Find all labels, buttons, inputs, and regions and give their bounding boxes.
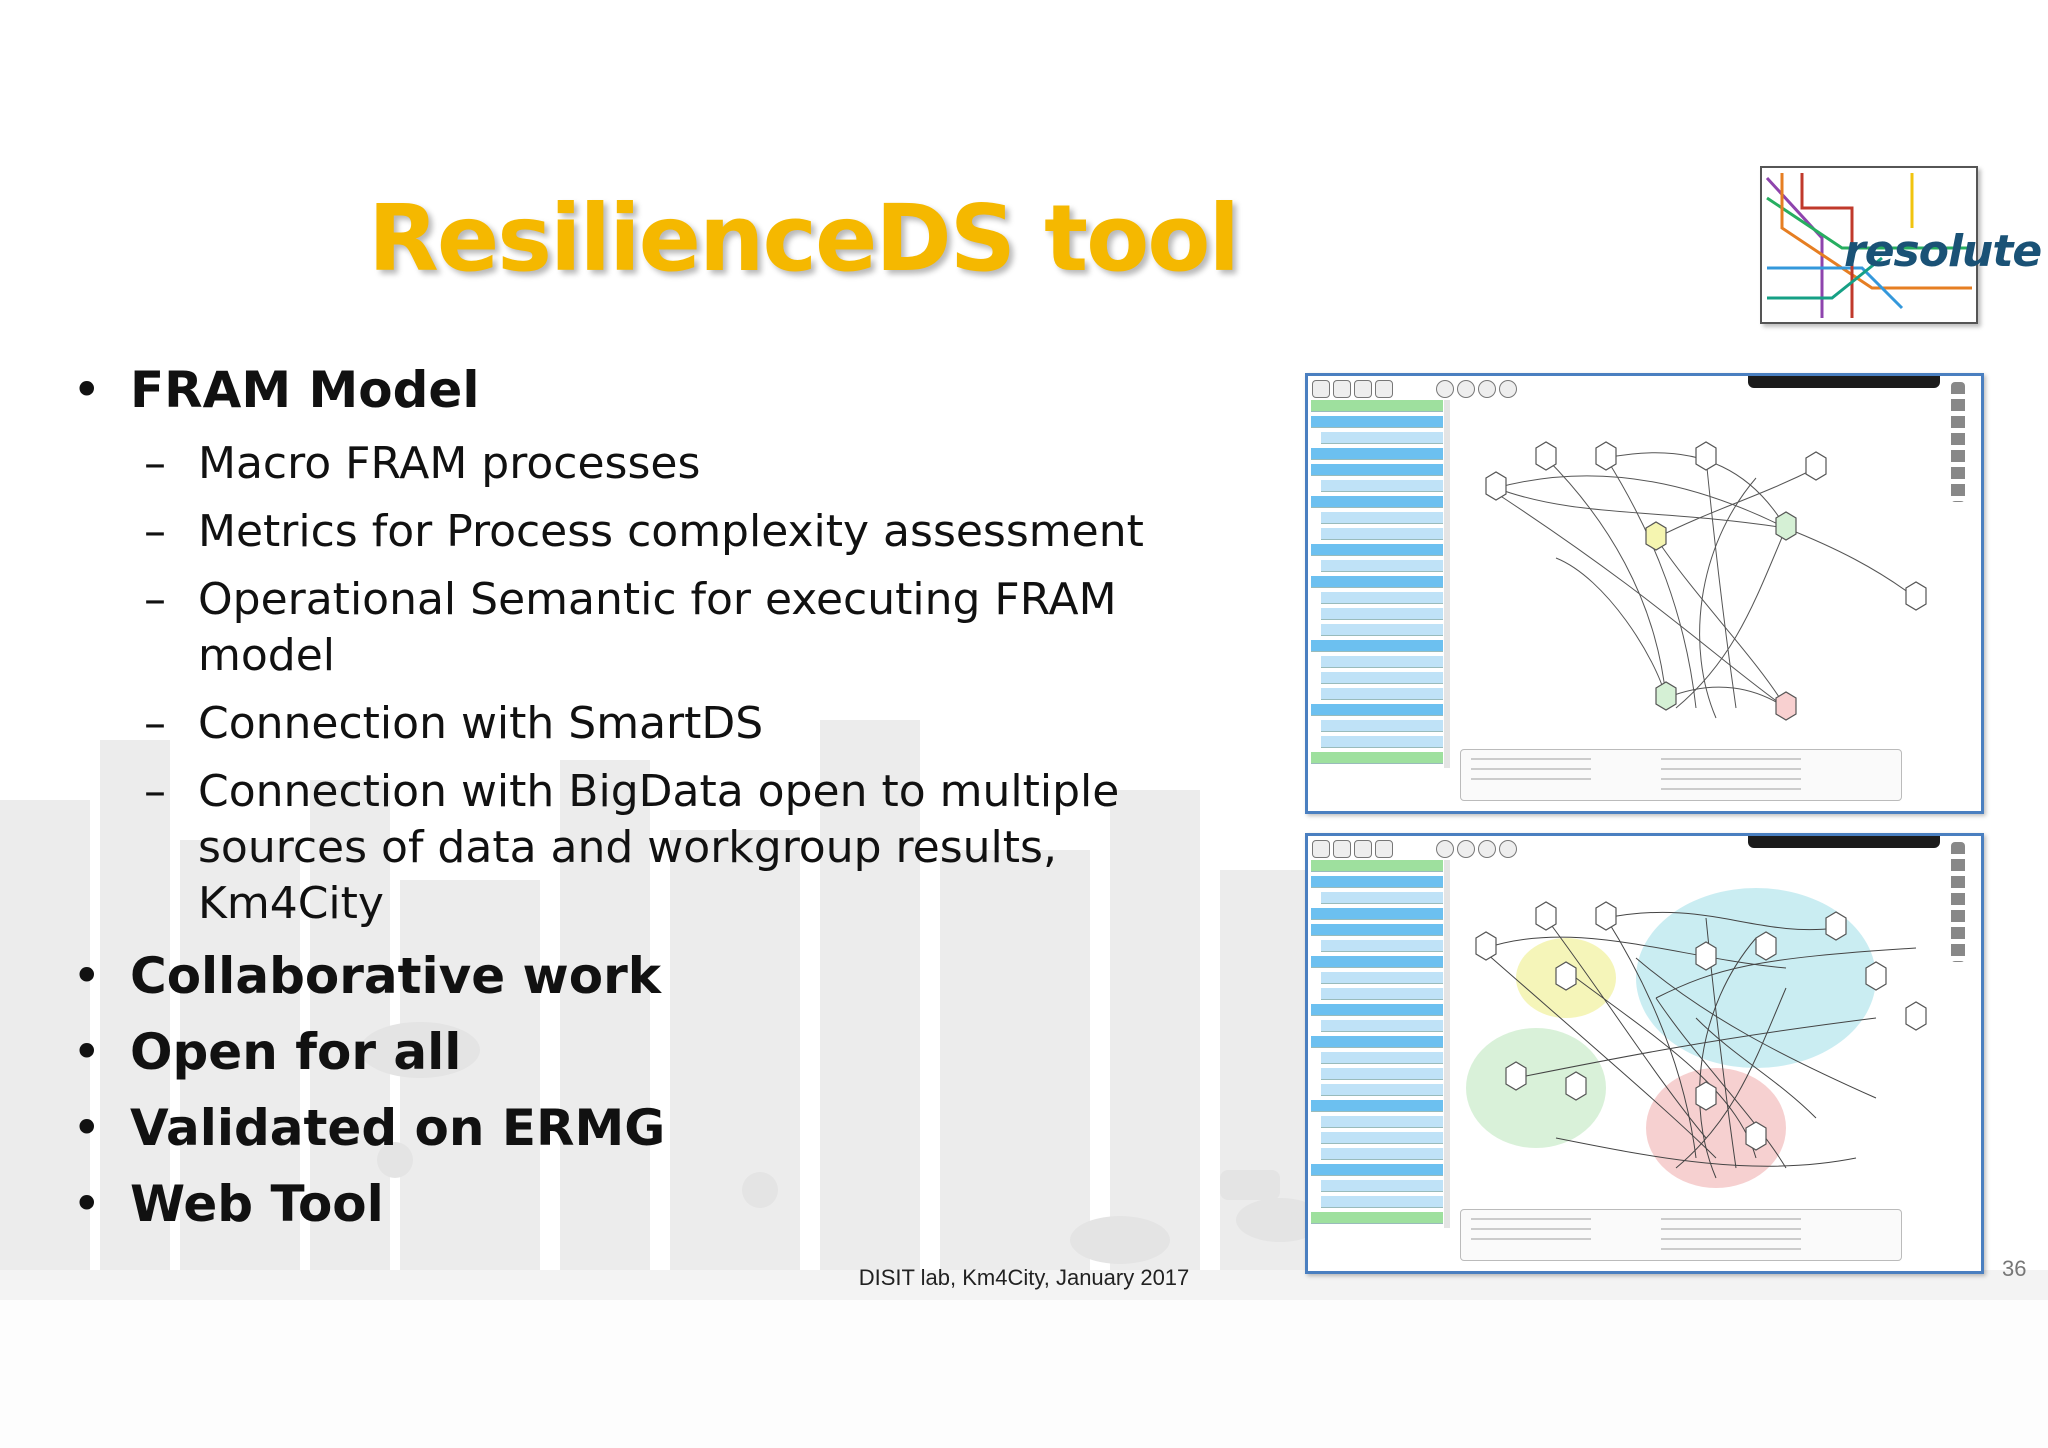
- toolbar-round-icons: [1436, 380, 1517, 398]
- sub-bullet-macro: Macro FRAM processes: [72, 436, 1248, 492]
- zoom-tools: [1951, 382, 1965, 502]
- sub-bullet-operational: Operational Semantic for executing FRAM …: [72, 572, 1248, 684]
- sidebar-scrollbar: [1444, 860, 1450, 1228]
- model-sidebar: [1311, 860, 1443, 1228]
- model-sidebar: [1311, 400, 1443, 768]
- bullet-list: FRAM Model Macro FRAM processes Metrics …: [72, 360, 1272, 1250]
- logo-text: resolute: [1844, 226, 2042, 277]
- bullet-fram-model: FRAM Model: [72, 360, 1272, 420]
- top-bar: [1748, 836, 1940, 848]
- fram-graph-canvas: [1466, 888, 1927, 1188]
- zoom-tools: [1951, 842, 1965, 962]
- slide-title: ResilienceDS tool: [368, 185, 1240, 292]
- tool-screenshot-top: [1305, 373, 1984, 814]
- slide: ResilienceDS tool resolute FRAM Model Ma…: [0, 0, 2048, 1300]
- page-number: 36: [2002, 1256, 2027, 1281]
- bullet-validated: Validated on ERMG: [72, 1098, 1272, 1158]
- fram-graph-canvas: [1485, 441, 1927, 721]
- sidebar-scrollbar: [1444, 400, 1450, 768]
- sub-bullet-bigdata: Connection with BigData open to multiple…: [72, 764, 1248, 932]
- toolbar-icons: [1312, 840, 1393, 858]
- top-bar: [1748, 376, 1940, 388]
- tool-screenshot-bottom: [1305, 833, 1984, 1274]
- model-info-box: [1460, 1209, 1902, 1261]
- logo-metro-lines-icon: [1765, 173, 1972, 318]
- bullet-open: Open for all: [72, 1022, 1272, 1082]
- toolbar-round-icons: [1436, 840, 1517, 858]
- toolbar-icons: [1312, 380, 1393, 398]
- below-slide-area: [0, 1300, 2048, 1448]
- bullet-collaborative: Collaborative work: [72, 946, 1272, 1006]
- footer-text: DISIT lab, Km4City, January 2017: [858, 1265, 1190, 1290]
- sub-bullet-smartds: Connection with SmartDS: [72, 696, 1248, 752]
- bullet-webtool: Web Tool: [72, 1174, 1272, 1234]
- resolute-logo: resolute: [1760, 166, 2042, 324]
- model-info-box: [1460, 749, 1902, 801]
- sub-bullet-metrics: Metrics for Process complexity assessmen…: [72, 504, 1248, 560]
